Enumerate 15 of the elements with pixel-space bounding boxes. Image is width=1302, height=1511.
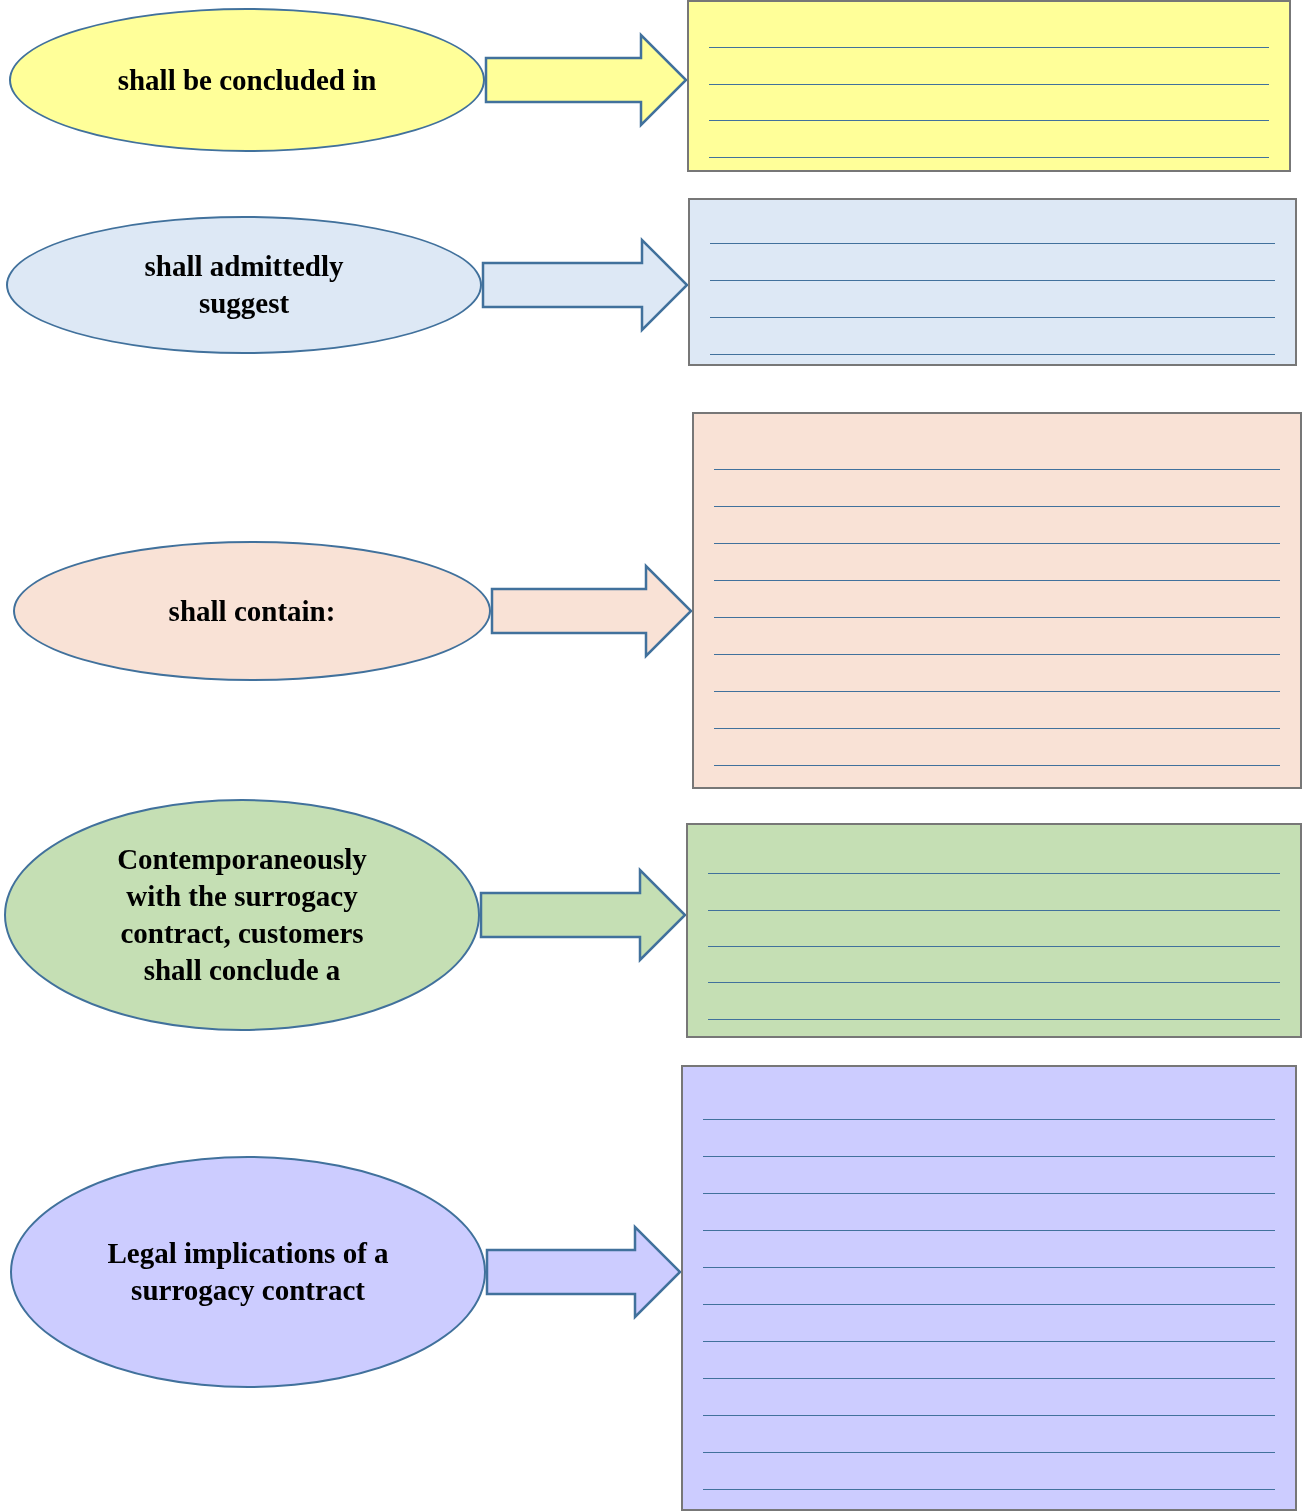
ellipse-label: shall admittedly suggest [143, 249, 345, 321]
block-arrow [479, 867, 687, 963]
answer-box [686, 823, 1302, 1038]
ellipse-label: Contemporaneously with the surrogacy contract, customers shall conclude a [116, 842, 368, 988]
block-arrow [490, 563, 693, 659]
block-arrow [484, 32, 688, 128]
answer-box [692, 412, 1302, 789]
block-arrow [485, 1224, 682, 1320]
answer-box [681, 1065, 1297, 1511]
block-arrow [481, 237, 689, 333]
ellipse-label: Legal implications of a surrogacy contract [106, 1236, 390, 1308]
answer-box [688, 198, 1297, 366]
ellipse-label: shall be concluded in [117, 62, 377, 98]
answer-box [687, 0, 1291, 172]
ellipse-label: shall contain: [168, 593, 336, 629]
